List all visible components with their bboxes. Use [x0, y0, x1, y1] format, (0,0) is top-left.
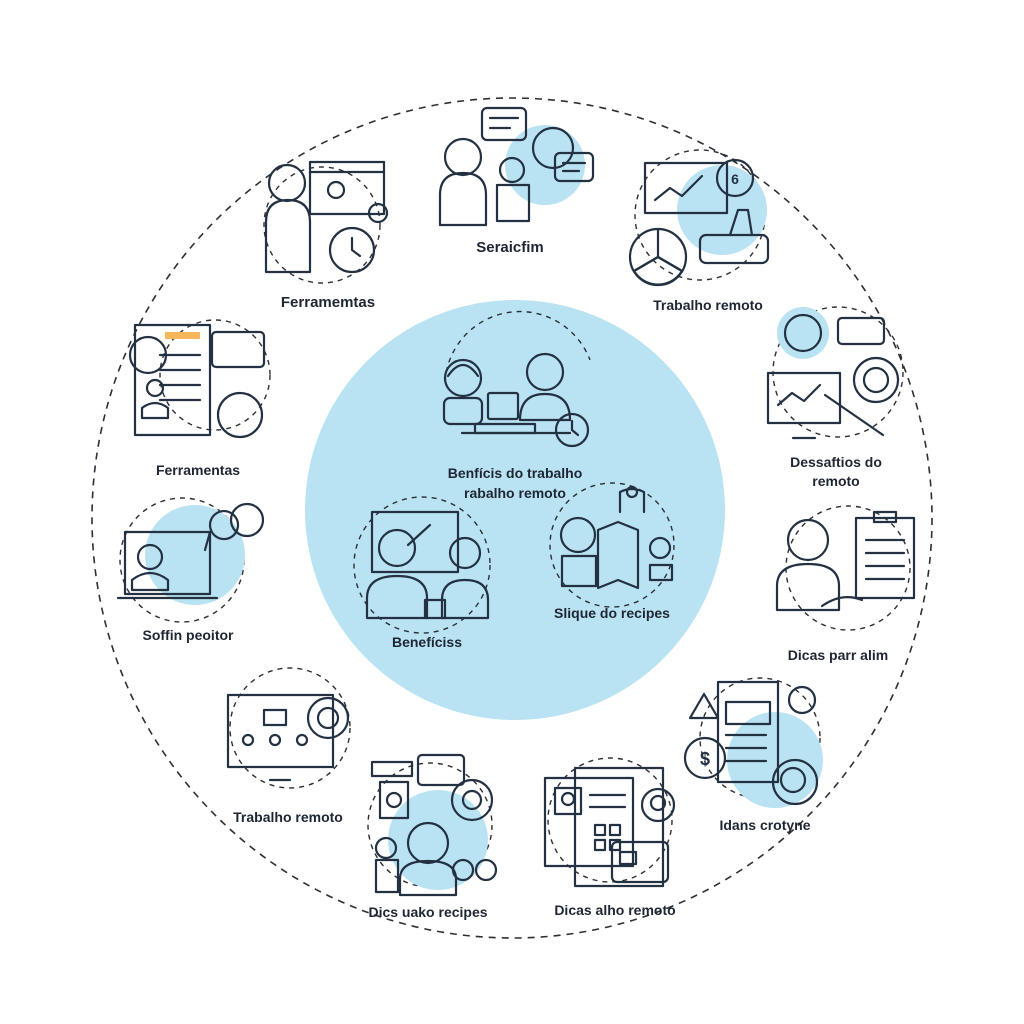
center-left-illustration [353, 496, 491, 634]
bottom-right2-label: Dicas alho remoto [554, 902, 675, 918]
center-circle [305, 300, 725, 720]
bottom-left-label: Trabalho remoto [233, 809, 343, 825]
left-upper-illustration [128, 319, 271, 439]
right-illustration [775, 505, 916, 631]
center-top-illustration [442, 310, 591, 448]
center-left-label: Benefíciss [392, 634, 462, 650]
center-right-label: Slique do recipes [554, 605, 670, 621]
bottom-left-illustration [226, 667, 351, 789]
top-right-label: Trabalho remoto [653, 297, 763, 313]
top-left-label: Ferramemtas [281, 294, 375, 311]
bottom-left2-label: Dics uako recipes [368, 904, 487, 920]
right-upper-illustration [766, 306, 904, 440]
center-title-line2: rabalho remoto [464, 485, 566, 501]
top-right-illustration: 6 [628, 149, 770, 287]
top-illustration [438, 106, 595, 227]
bottom-right-label: Idans crotyne [719, 817, 810, 833]
bottom-left2-illustration [367, 753, 498, 897]
svg-text:$: $ [700, 749, 710, 769]
bottom-right-illustration: $ [683, 677, 823, 808]
right-upper-label-line2: remoto [812, 473, 859, 489]
left-upper-label: Ferramentas [156, 462, 240, 478]
center-title-line1: Benfícis do trabalho [448, 465, 583, 481]
right-label: Dicas parr alim [788, 647, 888, 663]
left-label: Soffin peoitor [143, 627, 235, 643]
left-illustration [116, 497, 265, 623]
top-left-illustration [263, 160, 389, 284]
svg-text:6: 6 [731, 171, 739, 187]
outer-dashed-ring [91, 97, 933, 939]
center-right-illustration [549, 482, 675, 608]
top-label: Seraicfim [476, 239, 544, 256]
right-upper-label-line1: Dessaftios do [790, 454, 882, 470]
bottom-right2-illustration [543, 757, 676, 888]
